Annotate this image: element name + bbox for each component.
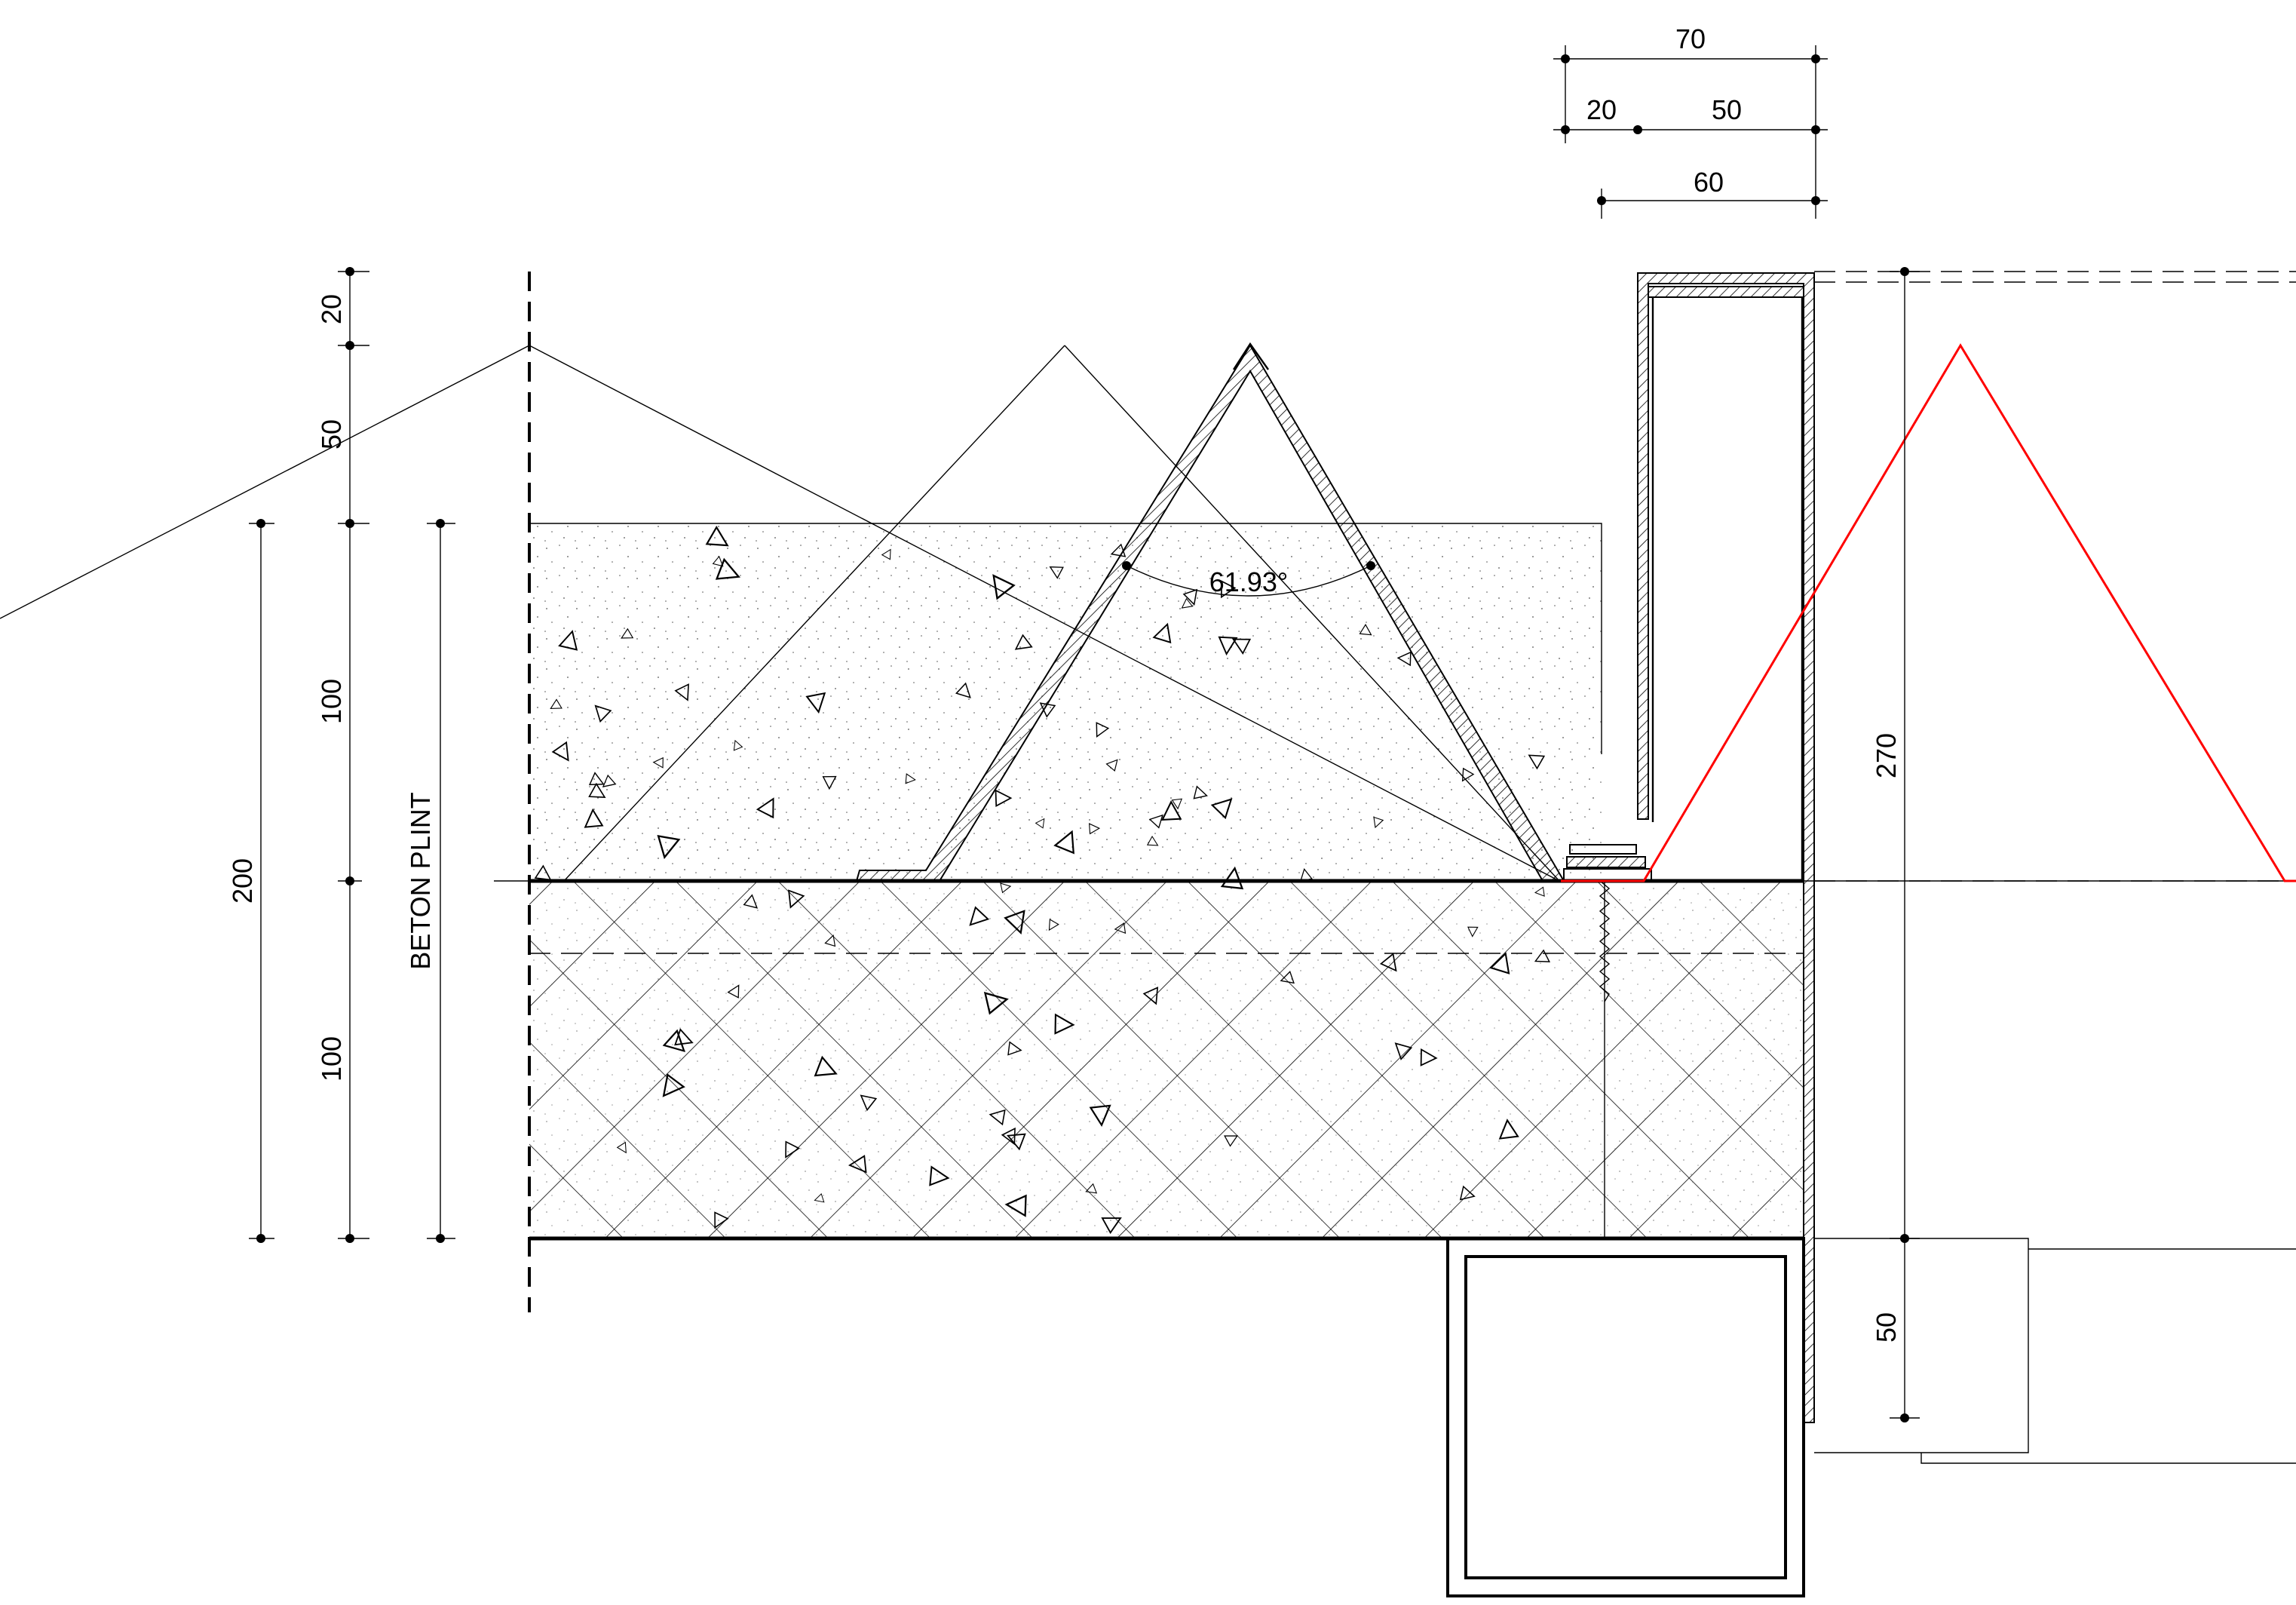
- dim-60-label: 60: [1694, 167, 1724, 198]
- left-dimensions: 20 50 100 100 200 BETON PLINT: [227, 267, 455, 1243]
- right-dimensions: 270 50: [1871, 267, 1920, 1422]
- dim-50-top-label: 50: [1712, 94, 1742, 125]
- dim-70-label: 70: [1675, 23, 1706, 54]
- dim-20-left-label: 20: [316, 294, 347, 324]
- dim-200-label: 200: [227, 858, 258, 904]
- triangle-steel-profile: [855, 342, 1565, 882]
- angle-annotation: 61.93°: [1122, 561, 1375, 597]
- vertical-u-profile: [1563, 272, 1815, 1423]
- dim-50-left-label: 50: [316, 419, 347, 450]
- beton-plint-label: BETON PLINT: [405, 792, 436, 969]
- concrete-plinth-lower: [529, 881, 1804, 1238]
- concrete-upper: [529, 523, 1602, 881]
- dim-100-lower-label: 100: [316, 1036, 347, 1082]
- angle-label: 61.93°: [1209, 566, 1288, 597]
- anchor-screw: [1599, 880, 1611, 1238]
- top-dimensions: 70 20 50 60: [1553, 23, 1828, 219]
- steel-box-profile: [1446, 1237, 1805, 1597]
- right-adjacent-outlines: [1814, 271, 2296, 1464]
- dim-270-label: 270: [1871, 733, 1902, 778]
- dim-100-upper-label: 100: [316, 679, 347, 724]
- red-triangle-alternative: [1561, 343, 2296, 882]
- dim-20-top-label: 20: [1586, 94, 1617, 125]
- dim-50-right-label: 50: [1871, 1312, 1902, 1343]
